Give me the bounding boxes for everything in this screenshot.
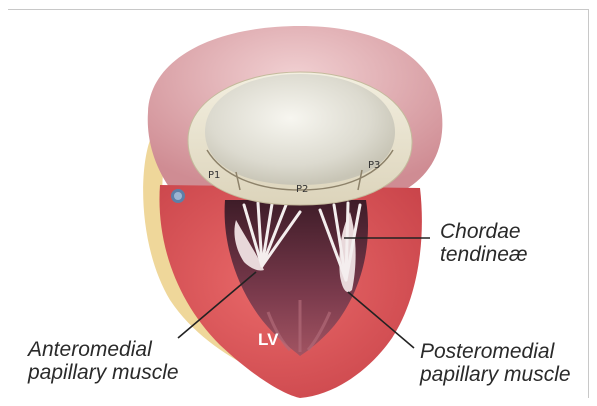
callout-anteromedial-line2: papillary muscle: [28, 361, 179, 384]
scallop-label-p3: P3: [368, 160, 380, 171]
scallop-label-p1: P1: [208, 170, 220, 181]
ventricle-label: LV: [258, 330, 279, 349]
callout-chordae-line1: Chordae: [440, 220, 528, 243]
callout-chordae-tendineae: Chordae tendineæ: [440, 220, 528, 266]
callout-anteromedial-papillary-muscle: Anteromedial papillary muscle: [28, 338, 179, 384]
callout-chordae-line2: tendineæ: [440, 243, 528, 266]
scallop-label-p2: P2: [296, 184, 308, 195]
callout-posteromedial-line1: Posteromedial: [420, 340, 571, 363]
callout-posteromedial-line2: papillary muscle: [420, 363, 571, 386]
callout-anteromedial-line1: Anteromedial: [28, 338, 179, 361]
callout-posteromedial-papillary-muscle: Posteromedial papillary muscle: [420, 340, 571, 386]
mitral-valve-disc: [205, 74, 395, 185]
